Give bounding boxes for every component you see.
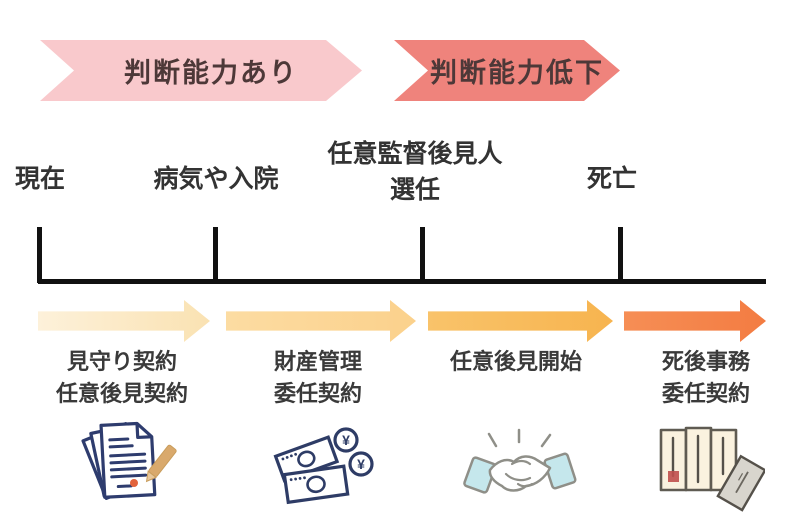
phase-3-label: 任意後見開始 [450,346,582,378]
banner-capacity-present: 判断能力あり [40,40,362,101]
banner-capacity-present-label: 判断能力あり [124,58,298,88]
timeline-tick-death [618,227,623,283]
phase-4-line1: 死後事務 [661,349,751,374]
phase-2-line2: 委任契約 [273,381,363,406]
phase-1-line1: 見守り契約 [66,349,178,374]
money-icon: ¥ ¥ [264,424,376,512]
milestone-illness: 病気や入院 [153,161,278,197]
phase-1-line2: 任意後見契約 [55,381,189,406]
timeline-tick-now [37,227,42,283]
milestone-supervisor-appointed: 任意監督後見人 選任 [327,136,502,208]
phase-2-label: 財産管理 委任契約 [274,346,362,410]
documents-pencil-icon [73,412,183,512]
timeline-tick-illness [213,227,218,283]
svg-text:¥: ¥ [357,456,365,472]
phase-arrow-1 [38,300,210,342]
handshake-icon [462,424,578,512]
banner-capacity-declined: 判断能力低下 [394,40,620,101]
svg-text:¥: ¥ [342,432,350,448]
milestone-death: 死亡 [587,161,637,197]
milestone-now-label: 現在 [14,165,66,193]
milestone-illness-label: 病気や入院 [153,165,279,193]
milestone-death-label: 死亡 [586,165,638,193]
phase-1-label: 見守り契約 任意後見契約 [56,346,188,410]
phase-2-line1: 財産管理 [273,349,363,374]
phase-arrow-2 [226,300,416,342]
phase-4-line2: 委任契約 [661,381,751,406]
will-documents-icon [649,416,767,512]
banner-capacity-declined-label: 判断能力低下 [430,58,604,88]
timeline-axis [38,279,766,284]
milestone-now: 現在 [15,161,65,197]
phase-3-line1: 任意後見開始 [449,349,583,374]
phase-arrow-4 [624,300,766,342]
milestone-supervisor-appointed-line1: 任意監督後見人 [327,140,503,168]
phase-arrow-3 [428,300,613,342]
timeline-tick-supervisor [420,227,425,283]
milestone-supervisor-appointed-line2: 選任 [389,176,441,204]
phase-4-label: 死後事務 委任契約 [662,346,750,410]
